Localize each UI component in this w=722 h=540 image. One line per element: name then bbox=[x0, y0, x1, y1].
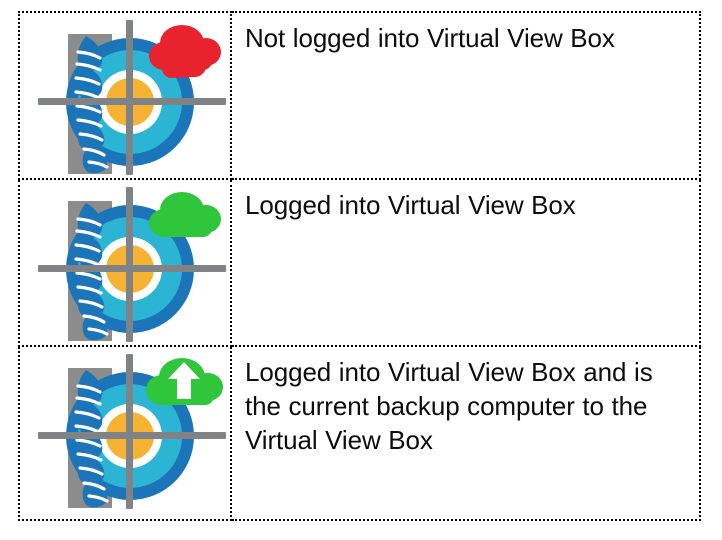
icon-cell-logged-in-backup bbox=[18, 345, 232, 521]
cloud-upload-icon bbox=[146, 358, 223, 405]
status-label: Logged into Virtual View Box bbox=[245, 190, 576, 220]
status-label: Logged into Virtual View Box and is the … bbox=[245, 357, 653, 455]
cloud-icon bbox=[149, 192, 221, 237]
arrow-up-icon bbox=[168, 362, 200, 399]
virtual-view-box-status-icon-red-cloud bbox=[34, 16, 230, 178]
icon-cell-not-logged-in bbox=[18, 11, 232, 180]
icon-cell-logged-in bbox=[18, 178, 232, 347]
text-cell-logged-in: Logged into Virtual View Box bbox=[230, 178, 701, 347]
status-legend-table: Not logged into Virtual View Box bbox=[18, 11, 701, 521]
text-cell-logged-in-backup: Logged into Virtual View Box and is the … bbox=[230, 345, 701, 521]
virtual-view-box-status-icon-green-cloud bbox=[34, 183, 230, 345]
cloud-icon bbox=[149, 25, 221, 78]
table-row: Logged into Virtual View Box bbox=[18, 178, 701, 347]
status-label: Not logged into Virtual View Box bbox=[245, 23, 615, 53]
table-row: Logged into Virtual View Box and is the … bbox=[18, 345, 701, 521]
table-row: Not logged into Virtual View Box bbox=[18, 11, 701, 180]
text-cell-not-logged-in: Not logged into Virtual View Box bbox=[230, 11, 701, 180]
virtual-view-box-status-icon-green-cloud-upload bbox=[34, 350, 230, 512]
